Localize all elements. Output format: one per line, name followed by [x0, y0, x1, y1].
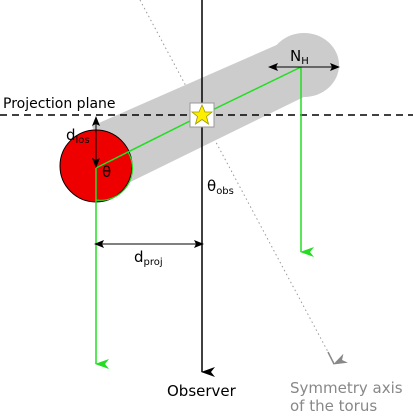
ray-star-to-blob	[95, 114, 203, 169]
symmetry-axis-arrow	[327, 351, 348, 365]
theta-label: θ	[102, 163, 111, 181]
nh-arrow-right-head	[330, 63, 340, 71]
dlos-arrow-bottom-head	[92, 158, 100, 168]
star-icon	[190, 103, 214, 125]
dproj-arrow-left-head	[94, 240, 104, 248]
dlos-arrow-top-head	[92, 116, 100, 126]
symmetry-axis-label-line1: Symmetry axis	[290, 379, 403, 397]
ray-star-to-lobe	[201, 66, 302, 116]
dproj-label: dproj	[134, 248, 163, 268]
nh-arrow-left-head	[268, 63, 278, 71]
torus-lobe	[269, 33, 339, 97]
theta-arc	[95, 151, 134, 201]
symmetry-axis-line	[139, 0, 336, 366]
theta-obs-label: θobs	[207, 177, 234, 197]
dproj-arrow-right-head	[194, 240, 204, 248]
observer-label: Observer	[167, 382, 237, 400]
projection-plane-label: Projection plane	[3, 96, 116, 112]
dlos-label: dlos	[66, 126, 90, 146]
symmetry-axis-label-line2: of the torus	[290, 397, 377, 415]
nh-label: NH	[290, 47, 309, 67]
